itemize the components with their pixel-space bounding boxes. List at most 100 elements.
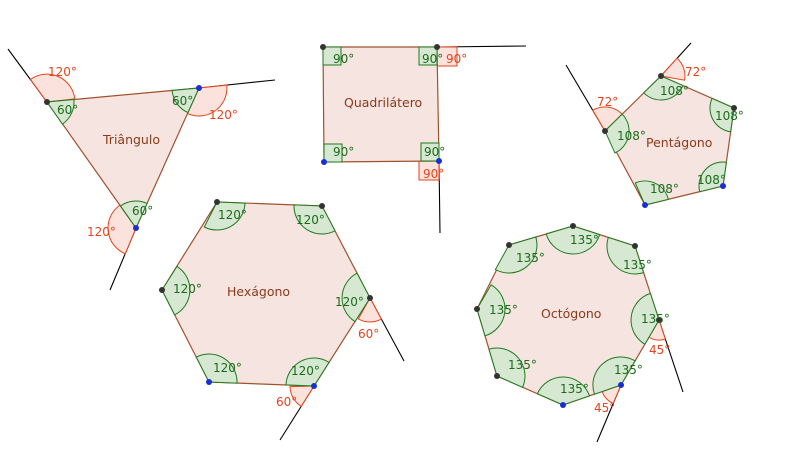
quadrilateral-figure: 90° 90° 90° 90° 90° 90° Quadrilátero	[320, 44, 527, 234]
triangle-figure: 120° 120° 120° 60° 60° 60° Triângulo	[7, 48, 276, 291]
triangle-interior-angle-label: 60°	[132, 204, 153, 218]
quadrilateral-vertex-point[interactable]	[320, 44, 326, 50]
hexagon-vertex-point[interactable]	[311, 383, 317, 389]
octagon-interior-angle-arc	[545, 225, 601, 255]
quadrilateral-interior-angle-marker	[322, 46, 342, 66]
pentagon-name-label: Pentágono	[646, 135, 712, 150]
hexagon-vertex-point[interactable]	[159, 287, 165, 293]
hexagon-figure: 120° 120° 120° 120° 120° 120° 60° 60° He…	[159, 199, 405, 441]
triangle-exterior-angle-label: 120°	[209, 108, 238, 122]
triangle-interior-angle-label: 60°	[172, 94, 193, 108]
quadrilateral-interior-angle-label: 90°	[422, 52, 443, 66]
hexagon-interior-angle-label: 120°	[335, 295, 364, 309]
octagon-vertex-point[interactable]	[632, 243, 638, 249]
pentagon-exterior-angle-arc	[660, 57, 686, 81]
quadrilateral-vertex-point[interactable]	[434, 44, 440, 50]
octagon-vertex-point[interactable]	[474, 306, 480, 312]
octagon-interior-angle-label: 135°	[614, 363, 643, 377]
quadrilateral-exterior-angle-label: 90°	[446, 52, 467, 66]
triangle-interior-angle-arc	[119, 200, 148, 230]
octagon-vertex-point[interactable]	[656, 317, 662, 323]
hexagon-interior-angle-label: 120°	[291, 364, 320, 378]
triangle-interior-angle-arc	[46, 98, 75, 125]
hexagon-name-label: Hexágono	[227, 284, 290, 299]
hexagon-vertex-point[interactable]	[206, 379, 212, 385]
quadrilateral-interior-angle-marker	[323, 143, 343, 163]
triangle-exterior-angle-arc	[184, 84, 228, 117]
quadrilateral-vertex-point[interactable]	[436, 158, 442, 164]
octagon-interior-angle-arc	[630, 292, 660, 345]
pentagon-vertex-point[interactable]	[658, 73, 664, 79]
pentagon-interior-angle-label: 108°	[617, 129, 646, 143]
hexagon-interior-angle-label: 120°	[213, 361, 242, 375]
hexagon-interior-angle-label: 120°	[218, 208, 247, 222]
pentagon-interior-angle-arc	[604, 113, 630, 154]
pentagon-vertex-point[interactable]	[720, 183, 726, 189]
triangle-exterior-angle-arc	[107, 204, 137, 255]
hexagon-vertex-point[interactable]	[319, 203, 325, 209]
pentagon-interior-angle-arc	[634, 180, 669, 206]
pentagon-vertex-point[interactable]	[642, 202, 648, 208]
hexagon-interior-angle-label: 120°	[296, 213, 325, 227]
hexagon-interior-angle-arc	[285, 357, 330, 387]
triangle-shape	[45, 87, 200, 230]
triangle-name-label: Triângulo	[102, 132, 160, 147]
octagon-interior-angle-arc	[592, 356, 636, 395]
pentagon-exterior-angle-label: 72°	[597, 95, 618, 109]
hexagon-vertex-point[interactable]	[367, 295, 373, 301]
hexagon-exterior-angle-label: 60°	[276, 395, 297, 409]
quadrilateral-vertex-point[interactable]	[321, 159, 327, 165]
octagon-interior-angle-label: 135°	[508, 358, 537, 372]
octagon-interior-angle-arc	[494, 236, 538, 274]
triangle-vertex-point[interactable]	[133, 225, 139, 231]
octagon-figure: 135° 135° 135° 135° 135° 135° 135° 135° …	[474, 223, 684, 443]
triangle-vertex-point[interactable]	[44, 99, 50, 105]
triangle-interior-angle-arc	[171, 87, 200, 114]
quadrilateral-name-label: Quadrilátero	[344, 95, 422, 110]
quadrilateral-interior-angle-label: 90°	[424, 145, 445, 159]
octagon-vertex-point[interactable]	[506, 242, 512, 248]
octagon-name-label: Octógono	[541, 306, 601, 321]
pentagon-interior-angle-arc	[709, 97, 735, 133]
octagon-exterior-angle-label: 45°	[594, 401, 615, 415]
octagon-interior-angle-label: 135°	[623, 258, 652, 272]
pentagon-interior-angle-arc	[643, 75, 684, 101]
pentagon-exterior-angle-label: 72°	[685, 65, 706, 79]
hexagon-interior-angle-arc	[161, 265, 191, 316]
quadrilateral-interior-angle-marker	[420, 142, 440, 162]
hexagon-interior-angle-arc	[203, 201, 246, 231]
hexagon-exterior-angle-arc	[289, 385, 315, 407]
quadrilateral-interior-angle-marker	[418, 46, 438, 66]
hexagon-interior-angle-arc	[293, 204, 336, 235]
hexagon-interior-angle-label: 120°	[173, 282, 202, 296]
pentagon-interior-angle-label: 108°	[650, 182, 679, 196]
triangle-vertex-point[interactable]	[196, 85, 202, 91]
octagon-interior-angle-arc	[536, 376, 591, 406]
octagon-exterior-angle-label: 45°	[649, 343, 670, 357]
octagon-interior-angle-arc	[488, 347, 526, 388]
octagon-interior-angle-label: 135°	[560, 382, 589, 396]
triangle-exterior-angle-label: 120°	[48, 65, 77, 79]
quadrilateral-exterior-angle-label: 90°	[423, 167, 444, 181]
octagon-interior-angle-arc	[476, 284, 506, 337]
triangle-interior-angle-label: 60°	[57, 103, 78, 117]
hexagon-vertex-point[interactable]	[214, 199, 220, 205]
pentagon-vertex-point[interactable]	[602, 128, 608, 134]
quadrilateral-interior-angle-label: 90°	[333, 52, 354, 66]
hexagon-exterior-angle-arc	[357, 296, 383, 323]
pentagon-interior-angle-label: 108°	[715, 109, 744, 123]
pentagon-vertex-point[interactable]	[731, 105, 737, 111]
octagon-interior-angle-label: 135°	[489, 303, 518, 317]
pentagon-interior-angle-label: 108°	[697, 173, 726, 187]
octagon-vertex-point[interactable]	[618, 382, 624, 388]
pentagon-interior-angle-arc	[698, 161, 727, 193]
octagon-vertex-point[interactable]	[570, 223, 576, 229]
octagon-vertex-point[interactable]	[560, 402, 566, 408]
octagon-vertex-point[interactable]	[494, 373, 500, 379]
octagon-interior-angle-label: 135°	[570, 233, 599, 247]
hexagon-interior-angle-arc	[341, 272, 371, 323]
octagon-interior-angle-label: 135°	[641, 312, 670, 326]
hexagon-interior-angle-arc	[195, 353, 238, 384]
